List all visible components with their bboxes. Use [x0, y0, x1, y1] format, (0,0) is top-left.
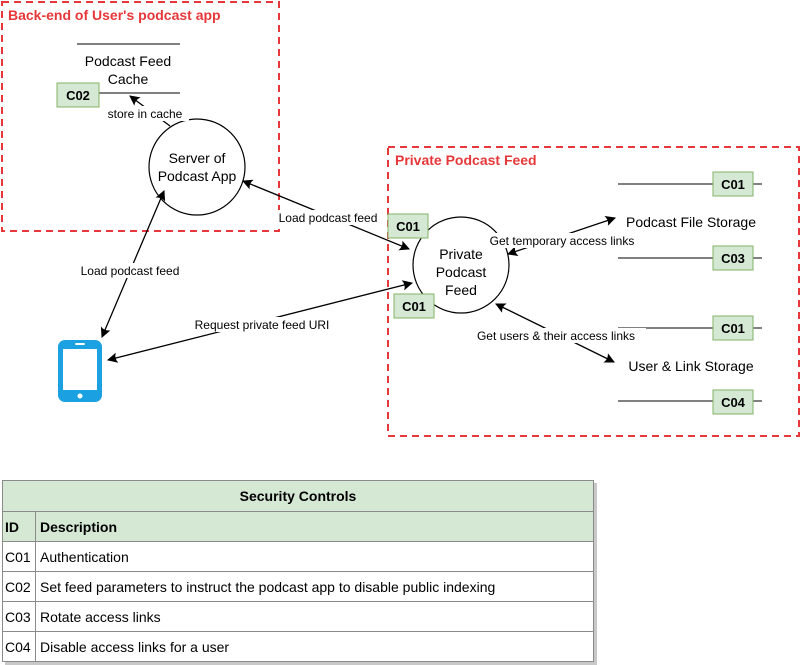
flow-store-cache-label: store in cache	[108, 107, 183, 121]
server-process[interactable]: Server of Podcast App	[148, 118, 246, 216]
private-feed-boundary-title: Private Podcast Feed	[395, 152, 537, 168]
control-badge-c03-file[interactable]: C03	[712, 245, 754, 271]
control-description: Disable access links for a user	[35, 631, 594, 662]
security-controls-title: Security Controls	[2, 480, 594, 512]
file-storage-label: Podcast File Storage	[626, 214, 756, 230]
flow-load-feed-server-private-label: Load podcast feed	[279, 211, 378, 225]
flow-get-users-links[interactable]: Get users & their access links	[466, 303, 646, 363]
server-label-line2: Podcast App	[158, 168, 237, 184]
table-row: C03 Rotate access links	[2, 601, 594, 632]
data-flow-diagram: Back-end of User's podcast app Private P…	[1, 1, 800, 437]
smartphone-icon[interactable]	[58, 340, 102, 402]
control-id: C01	[2, 541, 36, 572]
control-badge-c02-cache[interactable]: C02	[56, 82, 100, 108]
control-badge-c01-file[interactable]: C01	[712, 171, 754, 197]
backend-boundary-title: Back-end of User's podcast app	[8, 7, 221, 23]
user-link-storage-label: User & Link Storage	[628, 358, 753, 374]
column-header-id: ID	[2, 511, 36, 542]
private-feed-boundary: Private Podcast Feed	[387, 146, 800, 437]
control-id: C04	[2, 631, 36, 662]
control-description: Rotate access links	[35, 601, 594, 632]
control-badge-c01-request-label: C01	[402, 299, 426, 314]
cache-data-store[interactable]: Podcast Feed Cache	[77, 43, 180, 94]
control-badge-c03-file-label: C03	[721, 251, 745, 266]
flow-get-temp-links-label: Get temporary access links	[490, 234, 635, 248]
flow-get-temp-links[interactable]: Get temporary access links	[481, 216, 643, 256]
table-row: C04 Disable access links for a user	[2, 631, 594, 662]
control-description: Set feed parameters to instruct the podc…	[35, 571, 594, 602]
control-id: C02	[2, 571, 36, 602]
private-feed-label-line2: Podcast	[436, 264, 487, 280]
control-badge-c01-file-label: C01	[721, 177, 745, 192]
table-row: C02 Set feed parameters to instruct the …	[2, 571, 594, 602]
backend-boundary: Back-end of User's podcast app	[1, 1, 280, 232]
column-header-description: Description	[35, 511, 594, 542]
flow-request-uri-label: Request private feed URI	[195, 318, 330, 332]
server-label-line1: Server of	[169, 150, 226, 166]
control-badge-c01-user-label: C01	[721, 321, 745, 336]
table-row: C01 Authentication	[2, 541, 594, 572]
private-feed-label-line3: Feed	[445, 282, 477, 298]
control-badge-c04-user[interactable]: C04	[712, 389, 754, 415]
security-controls-table: Security Controls ID Description C01 Aut…	[2, 480, 594, 662]
cache-label-line1: Podcast Feed	[85, 53, 171, 69]
control-badge-c01-load-label: C01	[396, 219, 420, 234]
flow-store-cache[interactable]: store in cache	[101, 95, 189, 127]
control-description: Authentication	[35, 541, 594, 572]
private-feed-label-line1: Private	[439, 246, 483, 262]
flow-get-users-links-label: Get users & their access links	[477, 329, 635, 343]
control-badge-c04-user-label: C04	[721, 395, 746, 410]
flow-load-feed-phone-server-label: Load podcast feed	[81, 264, 180, 278]
control-badge-c02-cache-label: C02	[66, 88, 90, 103]
flow-request-uri[interactable]: Request private feed URI	[106, 280, 414, 363]
control-id: C03	[2, 601, 36, 632]
cache-label-line2: Cache	[108, 71, 149, 87]
control-badge-c01-user[interactable]: C01	[712, 315, 754, 341]
flow-load-feed-server-private[interactable]: Load podcast feed	[242, 179, 410, 251]
control-badge-c01-load[interactable]: C01	[387, 213, 429, 239]
control-badge-c01-request[interactable]: C01	[393, 293, 435, 319]
flow-load-feed-phone-server[interactable]: Load podcast feed	[73, 190, 187, 338]
